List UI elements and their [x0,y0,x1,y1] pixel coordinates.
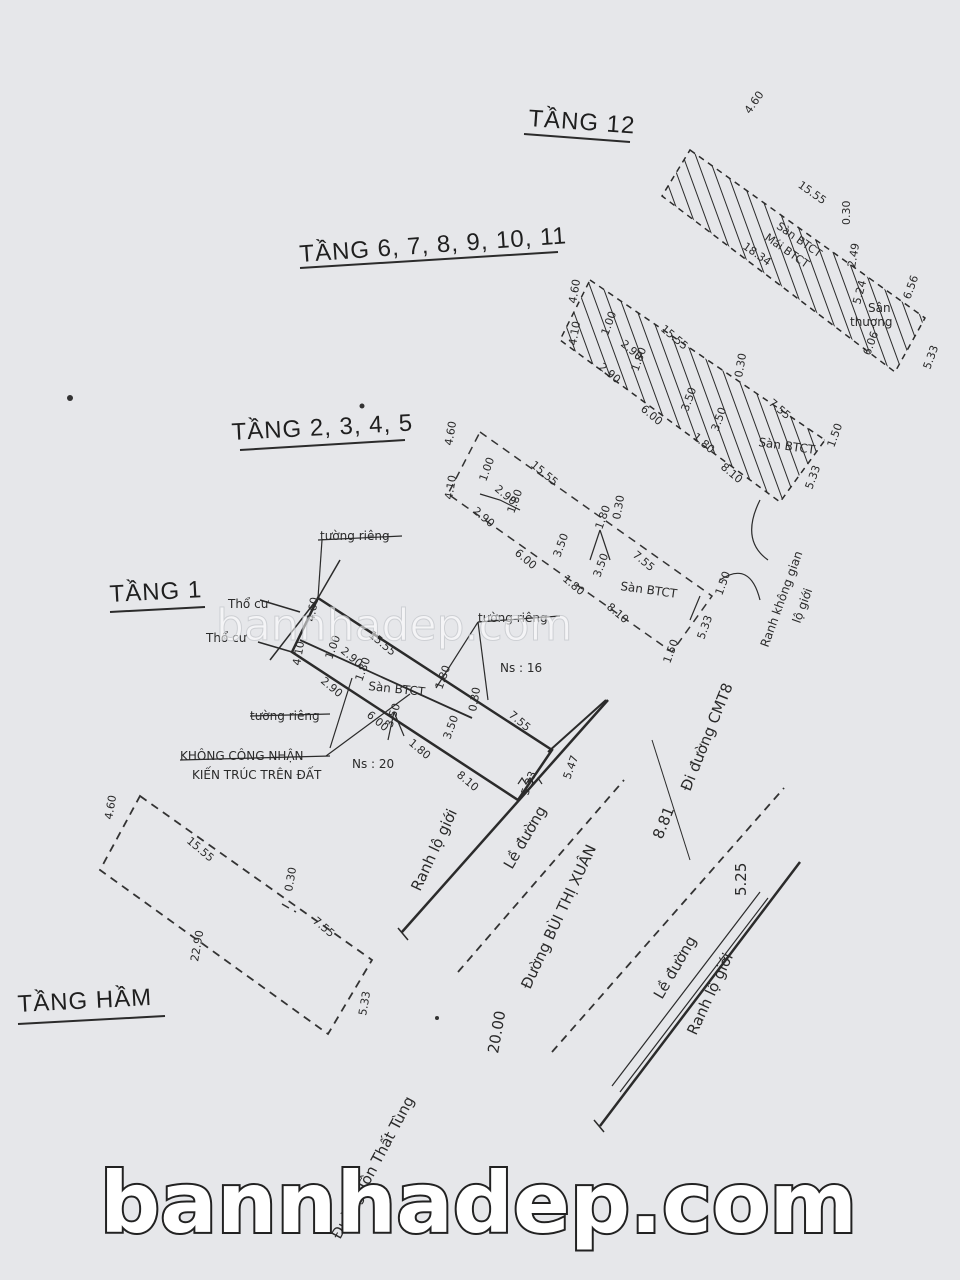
svg-text:4.60: 4.60 [304,596,321,622]
svg-text:5.25: 5.25 [732,863,750,896]
svg-text:tường riêng: tường riêng [250,709,320,723]
header-tang1: TẦNG 1 [109,575,206,613]
svg-text:2.90: 2.90 [470,504,497,530]
svg-text:6.00: 6.00 [512,546,539,572]
watermark-big: bannhadep.com [100,1154,857,1252]
svg-text:TẦNG 12: TẦNG 12 [528,104,637,139]
header-tang12: TẦNG 12 [523,104,637,143]
svg-text:TẦNG 1: TẦNG 1 [109,575,203,608]
svg-text:4.60: 4.60 [442,420,459,446]
svg-text:3.50: 3.50 [441,714,462,741]
svg-text:1.80: 1.80 [433,664,454,691]
svg-text:5.33: 5.33 [803,464,824,491]
svg-text:tường riêng: tường riêng [478,611,548,625]
svg-text:KIẾN TRÚC TRÊN ĐẤT: KIẾN TRÚC TRÊN ĐẤT [192,766,322,782]
svg-text:Thổ cư: Thổ cư [205,631,248,645]
watermark-small: bannhadep.com [216,600,572,651]
svg-text:Sàn BTCT: Sàn BTCT [368,679,427,699]
svg-text:4.60: 4.60 [566,278,583,304]
svg-text:0.30: 0.30 [840,201,853,226]
svg-text:8.10: 8.10 [604,600,631,626]
svg-text:Thổ cư: Thổ cư [227,597,270,611]
svg-text:0.30: 0.30 [610,494,627,520]
street-lines [397,699,801,1133]
svg-text:4.60: 4.60 [742,89,767,117]
header-tangham: TẦNG HẦM [17,983,166,1025]
svg-text:tường riêng: tường riêng [320,529,390,543]
svg-text:Lề đường: Lề đường [650,933,700,1002]
floor6-11-plan: 4.60 4.10 15.55 1.00 2.90 1.80 2.90 0.30… [559,278,846,504]
svg-text:15.55: 15.55 [795,178,828,207]
svg-text:4.10: 4.10 [290,640,307,666]
svg-text:22.90: 22.90 [188,929,206,962]
svg-text:5.33: 5.33 [921,344,942,371]
svg-text:5.33: 5.33 [356,990,373,1016]
ink-speck [67,395,73,401]
svg-text:Đường BÙI THỊ XUÂN: Đường BÙI THỊ XUÂN [516,841,600,991]
svg-text:15.55: 15.55 [528,458,560,488]
svg-text:1.50: 1.50 [661,638,682,665]
ink-speck [359,403,365,409]
ink-speck [435,1016,439,1020]
svg-text:2.49: 2.49 [845,242,862,268]
svg-text:5.33: 5.33 [519,770,540,797]
svg-text:7.55: 7.55 [630,548,657,574]
svg-text:2.90: 2.90 [318,674,345,700]
svg-text:lộ giới: lộ giới [790,586,816,625]
svg-text:1.80: 1.80 [560,572,587,598]
svg-text:0.30: 0.30 [732,352,749,378]
svg-text:0.30: 0.30 [282,866,299,892]
svg-text:KHÔNG CÔNG NHẬN: KHÔNG CÔNG NHẬN [180,748,304,763]
svg-text:6.56: 6.56 [901,274,922,301]
svg-text:8.81: 8.81 [649,804,678,842]
svg-text:5.24: 5.24 [850,279,869,306]
svg-text:1.50: 1.50 [713,570,734,597]
svg-text:7.55: 7.55 [310,914,337,940]
header-tang6-11: TẦNG 6, 7, 8, 9, 10, 11 [298,221,568,269]
svg-text:4.60: 4.60 [102,794,119,820]
header-tang2-5: TẦNG 2, 3, 4, 5 [231,409,414,451]
svg-text:0.30: 0.30 [466,686,483,712]
svg-text:4.10: 4.10 [566,320,583,346]
svg-text:TẦNG HẦM: TẦNG HẦM [17,983,153,1018]
svg-text:Đi đường CMT8: Đi đường CMT8 [677,680,737,793]
svg-text:3.50: 3.50 [551,532,572,559]
svg-text:Ns : 16: Ns : 16 [500,661,542,675]
svg-text:thượng: thượng [850,315,892,329]
svg-text:1.00: 1.00 [477,456,498,483]
svg-text:5.47: 5.47 [561,754,582,781]
svg-text:4.10: 4.10 [442,474,459,500]
svg-text:Sàn BTCT: Sàn BTCT [620,579,679,601]
svg-text:3.50: 3.50 [591,552,612,579]
svg-text:TẦNG 6, 7, 8, 9, 10, 11: TẦNG 6, 7, 8, 9, 10, 11 [298,221,567,268]
svg-text:1.80: 1.80 [406,736,433,762]
svg-text:Ns : 20: Ns : 20 [352,757,394,771]
svg-text:5.33: 5.33 [695,614,716,641]
svg-text:Sân: Sân [868,301,891,315]
svg-text:Ranh lộ giới: Ranh lộ giới [683,950,737,1038]
svg-text:20.00: 20.00 [484,1009,509,1054]
floor12-plan: 4.60 15.55 Sàn BTCT Mái BTCT 18.34 0.30 … [661,89,942,374]
floor1-plan: tường riêng Thổ cư Thổ cư tường riêng tư… [179,529,607,802]
svg-text:1.50: 1.50 [825,422,846,449]
svg-text:Ranh lộ giới: Ranh lộ giới [407,806,461,894]
